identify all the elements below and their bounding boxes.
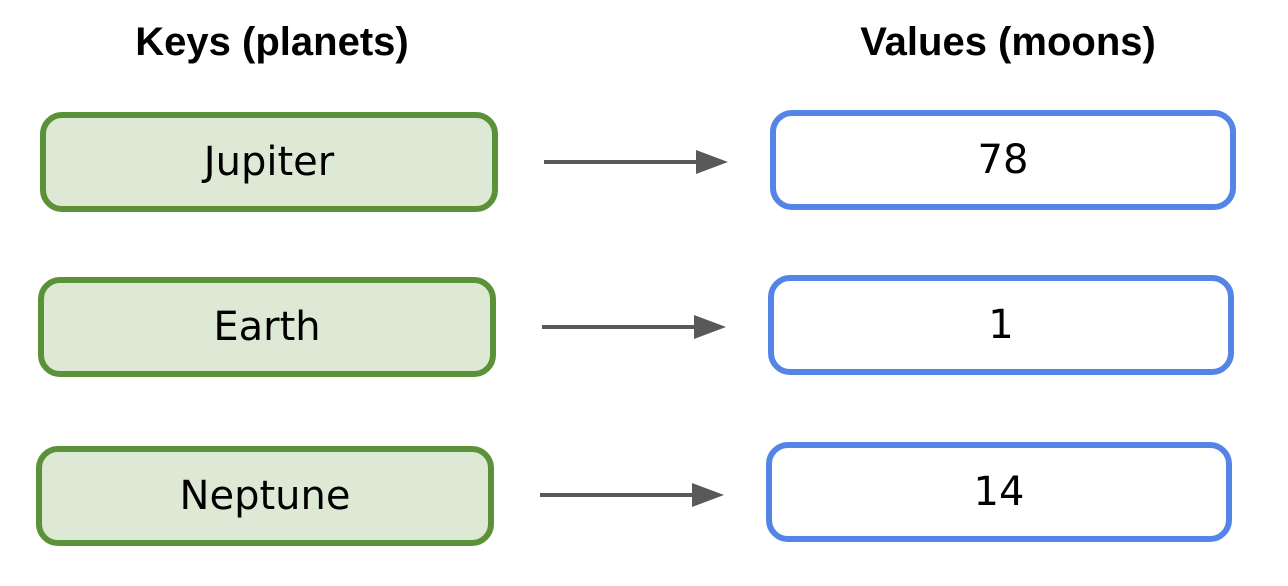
value-box-neptune: 14 <box>766 442 1232 542</box>
key-label: Jupiter <box>203 139 335 185</box>
value-label: 78 <box>977 137 1029 183</box>
value-box-earth: 1 <box>768 275 1234 375</box>
key-label: Earth <box>213 304 321 350</box>
key-box-neptune: Neptune <box>36 446 494 546</box>
values-header: Values (moons) <box>860 20 1156 64</box>
value-label: 1 <box>988 302 1014 348</box>
keys-header: Keys (planets) <box>135 20 409 64</box>
value-box-jupiter: 78 <box>770 110 1236 210</box>
key-label: Neptune <box>179 473 351 519</box>
key-box-earth: Earth <box>38 277 496 377</box>
arrow-right-icon <box>542 315 726 339</box>
arrow-right-icon <box>544 150 728 174</box>
key-box-jupiter: Jupiter <box>40 112 498 212</box>
value-label: 14 <box>973 469 1025 515</box>
arrow-right-icon <box>540 483 724 507</box>
